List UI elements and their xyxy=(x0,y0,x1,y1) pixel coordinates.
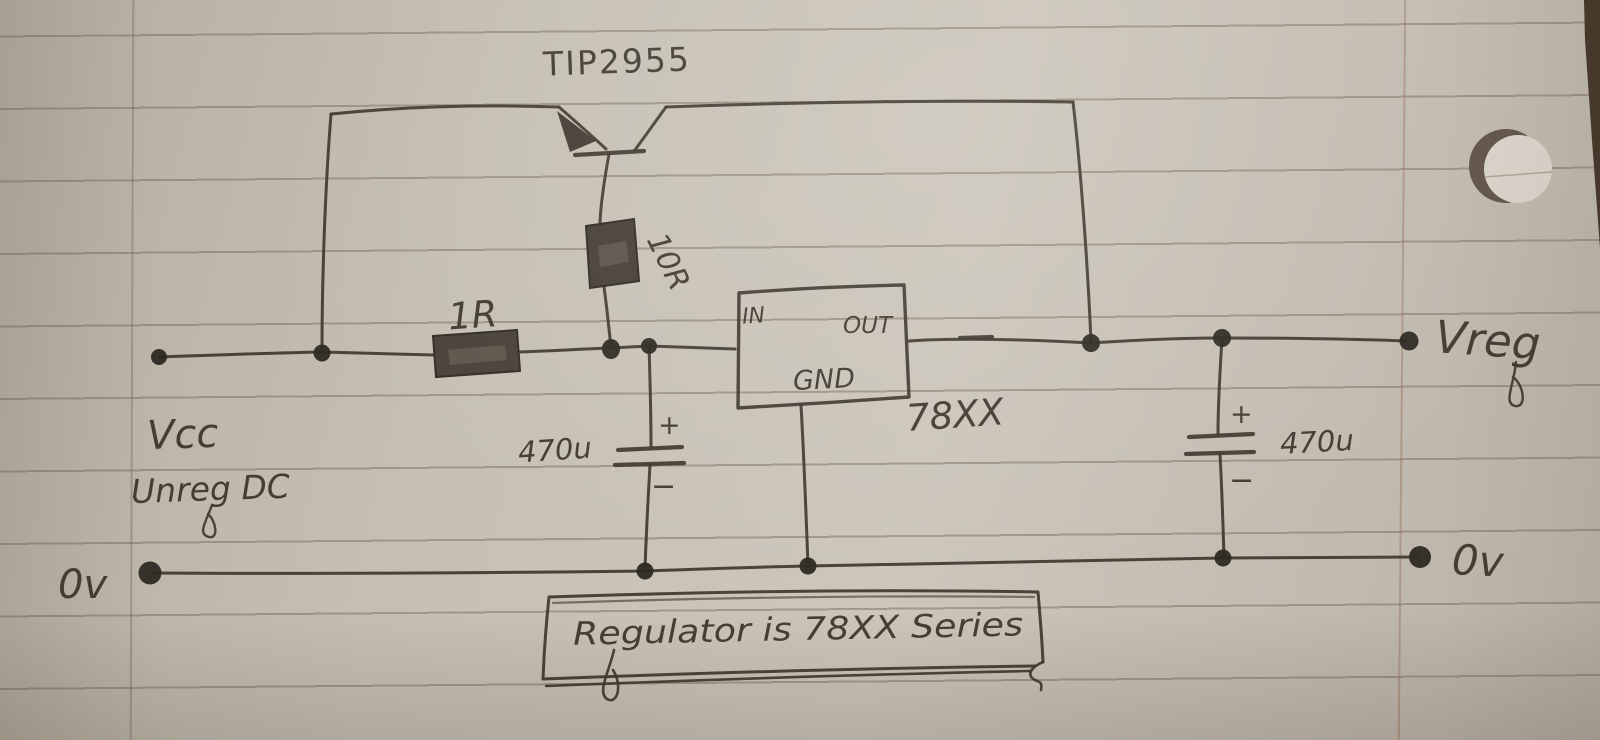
base-resistor xyxy=(584,217,641,290)
ground-rail-wire-4 xyxy=(1221,555,1420,560)
series-resistor-body xyxy=(431,328,522,379)
gnd-wire xyxy=(799,404,810,567)
junction-dot xyxy=(799,557,817,575)
pin-in-label: IN xyxy=(741,303,766,330)
transistor-symbol xyxy=(557,105,668,158)
right-drop-wire xyxy=(1071,100,1093,344)
base-resistor-label: 10R xyxy=(639,228,696,296)
note-g-descender-loop xyxy=(601,648,620,702)
ground-rail-wire-1 xyxy=(150,569,647,575)
input-cap-symbol xyxy=(612,444,687,468)
series-resistor xyxy=(431,328,522,379)
out-wire-1 xyxy=(907,337,1093,345)
input-cap-top-lead xyxy=(647,344,653,449)
emitter-arrow xyxy=(557,111,596,152)
junction-dot xyxy=(1082,334,1100,352)
top-rail-right-wire xyxy=(664,99,1075,109)
left-drop-wire xyxy=(320,112,333,353)
input-cap-minus-sign: − xyxy=(651,469,676,504)
vcc-rail-wire-2 xyxy=(320,350,436,357)
junction-dots xyxy=(138,329,1431,585)
junction-dot xyxy=(602,339,620,359)
note-text: Regulator is 78XX Series xyxy=(573,605,1024,652)
pin-gnd-label: GND xyxy=(792,363,855,397)
note-box-bottom-double-line xyxy=(544,669,1032,688)
vcc-rail-wire-1 xyxy=(157,350,324,359)
base-resistor-highlight xyxy=(598,241,629,267)
transistor-label: TIP2955 xyxy=(541,39,691,83)
wires xyxy=(150,99,1420,575)
output-cap-bottom-lead xyxy=(1218,452,1226,559)
unreg-dc-label: Unreg DC xyxy=(130,467,290,512)
top-rail-left-wire xyxy=(329,104,561,116)
out-wire-overdraw xyxy=(957,334,995,341)
junction-dot xyxy=(1214,549,1232,567)
input-cap-plus-sign: + xyxy=(658,410,681,441)
hole-punch xyxy=(1469,129,1553,203)
input-cap-label: 470u xyxy=(517,430,593,469)
zero-volt-right-label: 0v xyxy=(1451,535,1506,587)
zero-volt-left-label: 0v xyxy=(58,562,108,608)
base-bar xyxy=(572,148,647,158)
ruled-line-through-hole xyxy=(1483,171,1553,178)
zero-volt-left-terminal-dot xyxy=(138,561,162,585)
hole-punch-hole xyxy=(1484,135,1552,203)
output-cap-top-lead xyxy=(1216,336,1224,436)
output-cap-minus-sign: − xyxy=(1229,463,1254,498)
base-wire-lower xyxy=(602,285,613,349)
vreg-label: Vreg xyxy=(1433,310,1542,370)
output-cap-plate-bottom xyxy=(1183,449,1257,457)
emitter-line xyxy=(557,105,608,151)
note-box-corner-curl xyxy=(1029,660,1045,692)
out-wire-2 xyxy=(1089,336,1224,345)
base-wire-upper xyxy=(598,152,611,224)
junction-dot xyxy=(1213,329,1231,347)
pin-out-label: OUT xyxy=(843,313,894,339)
regulator-part-label: 78XX xyxy=(905,390,1007,440)
vreg-terminal-dot xyxy=(1399,331,1419,351)
note-box-outline xyxy=(541,589,1045,681)
ground-rail-wire-3 xyxy=(806,556,1225,568)
junction-dot xyxy=(313,344,331,362)
vcc-rail-wire-3 xyxy=(516,346,613,354)
vcc-terminal-dot xyxy=(151,349,167,365)
output-cap-label: 470u xyxy=(1279,423,1354,461)
input-cap-bottom-lead xyxy=(643,463,652,572)
note-box-top-double-line xyxy=(551,595,1036,605)
vreg-wire xyxy=(1220,336,1408,343)
unreg-g-flourish xyxy=(201,503,217,539)
vreg-g-flourish xyxy=(1508,360,1524,408)
ground-rail-wire-2 xyxy=(643,564,810,573)
vcc-label: Vcc xyxy=(146,411,219,459)
input-cap-plate-top xyxy=(615,444,685,453)
input-cap-plate-bottom xyxy=(612,460,687,468)
collector-line xyxy=(633,105,668,152)
zero-volt-right-terminal-dot xyxy=(1409,546,1431,568)
output-cap-plate-top xyxy=(1186,431,1256,440)
base-resistor-body xyxy=(584,217,641,290)
regulator-box xyxy=(736,283,911,410)
series-resistor-highlight xyxy=(448,345,507,365)
regulator-in-wire xyxy=(647,344,737,351)
output-cap-symbol xyxy=(1183,431,1257,457)
junction-dot xyxy=(641,338,657,354)
paper-edge-shadow xyxy=(1584,0,1600,248)
series-resistor-label: 1R xyxy=(447,292,499,338)
note-box xyxy=(541,589,1045,702)
output-cap-plus-sign: + xyxy=(1230,399,1253,430)
junction-dot xyxy=(636,562,654,580)
